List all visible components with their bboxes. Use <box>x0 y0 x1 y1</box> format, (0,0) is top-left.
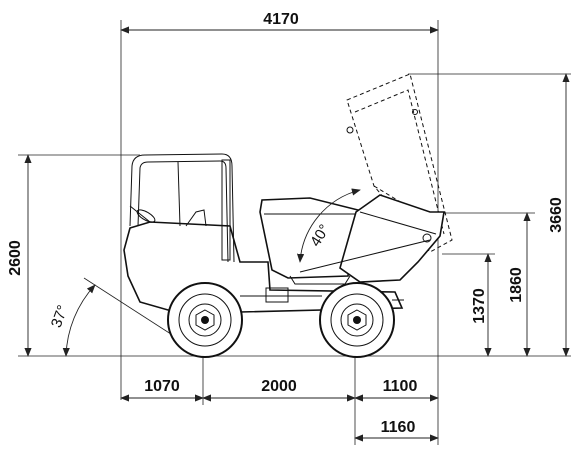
dimension-bottom-chain: 1070 2000 1100 1160 <box>120 320 439 445</box>
overall-length-label: 4170 <box>263 11 299 28</box>
dimension-overall-height: 2600 <box>7 154 140 357</box>
skip-height-label: 1370 <box>471 288 488 324</box>
overall-height-label: 2600 <box>7 240 24 276</box>
raised-height-label: 3660 <box>548 197 565 233</box>
front-wheel <box>167 282 243 358</box>
dimension-overall-length: 4170 <box>120 11 439 400</box>
skip-tilt-arc <box>296 188 361 263</box>
tip-height-label: 1860 <box>508 267 525 303</box>
site-dumper: 40° <box>123 73 453 358</box>
cab-frame <box>129 153 235 263</box>
rear-overhang-label: 1100 <box>383 378 418 395</box>
approach-angle-label: 37° <box>48 303 72 330</box>
dump-reach-label: 1160 <box>381 419 416 436</box>
wheelbase-label: 2000 <box>261 378 297 395</box>
front-overhang-label: 1070 <box>144 378 180 395</box>
rear-wheel <box>319 282 395 358</box>
skip-tilted <box>299 194 445 283</box>
dimension-right-heights: 3660 1860 1370 <box>408 73 571 357</box>
